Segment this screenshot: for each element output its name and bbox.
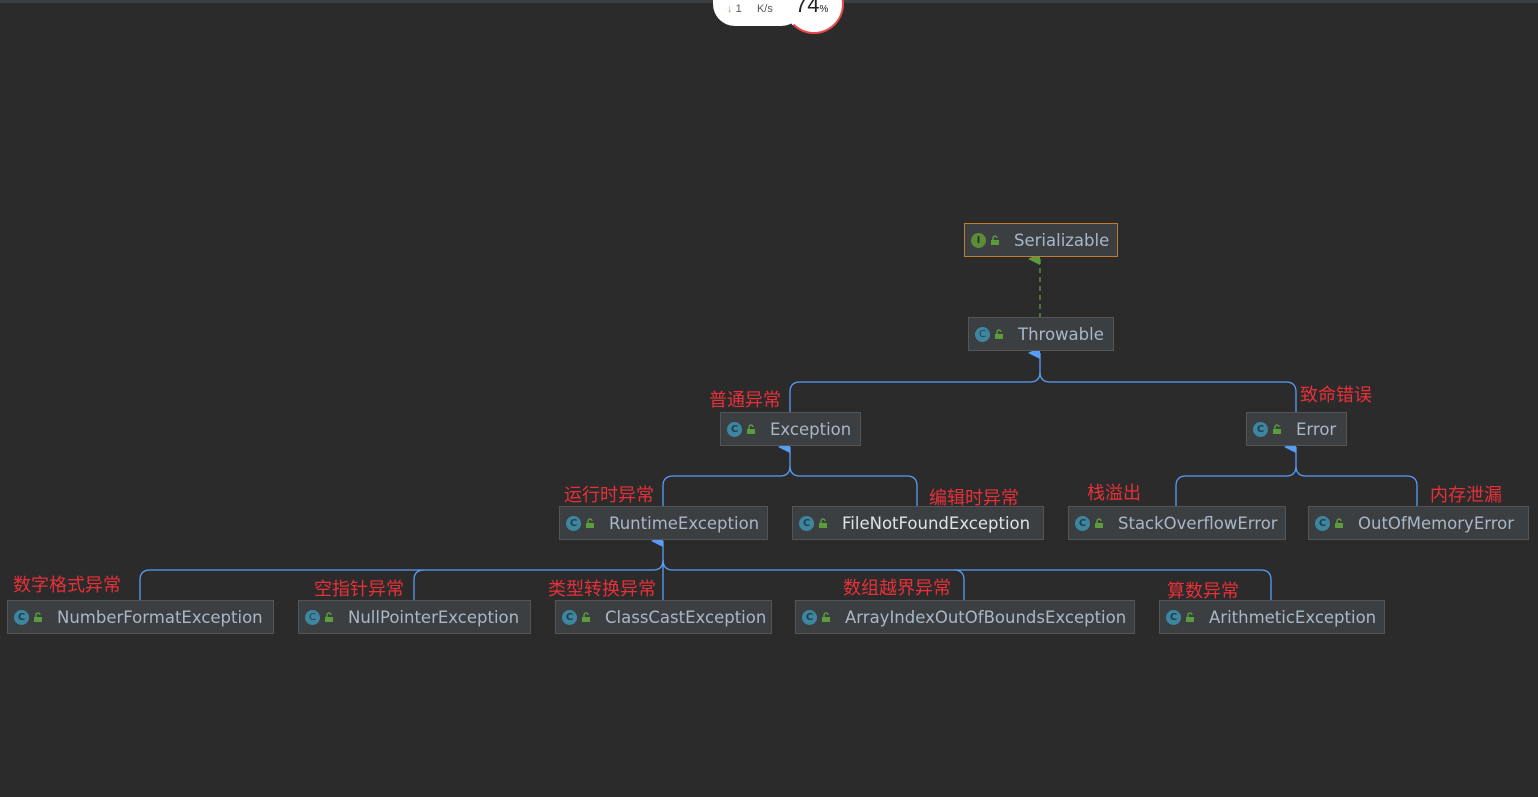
unlock-icon <box>1273 424 1281 434</box>
edge-nullpointer-runtime <box>413 569 425 600</box>
node-serializable[interactable]: I Serializable <box>964 223 1118 257</box>
gauge-unit: % <box>819 4 829 15</box>
abstract-class-icon: C <box>305 609 320 625</box>
node-label: Error <box>1296 419 1337 439</box>
speed-value: 1 <box>735 3 742 15</box>
annotation-error: 致命错误 <box>1300 385 1372 406</box>
unlock-icon <box>586 518 594 528</box>
unlock-icon <box>995 329 1003 339</box>
unlock-icon <box>991 235 999 245</box>
unlock-icon <box>1095 518 1103 528</box>
unlock-icon <box>325 612 333 622</box>
annotation-checked: 编辑时异常 <box>929 488 1019 509</box>
annotation-oom: 内存泄漏 <box>1430 485 1502 506</box>
node-classcast-exception[interactable]: C ClassCastException <box>555 600 772 634</box>
class-icon: C <box>799 515 814 531</box>
node-stackoverflow-error[interactable]: C StackOverflowError <box>1068 506 1286 540</box>
node-label: RuntimeException <box>609 513 760 533</box>
edge-arithmetic-runtime <box>954 569 1272 600</box>
node-label: Throwable <box>1018 324 1104 344</box>
node-outofmemory-error[interactable]: C OutOfMemoryError <box>1308 506 1529 540</box>
class-icon: C <box>1166 609 1181 625</box>
speed-unit: K/s <box>756 3 773 15</box>
node-label: Exception <box>770 419 852 439</box>
node-exception[interactable]: C Exception <box>720 412 861 446</box>
unlock-icon <box>1186 612 1194 622</box>
class-icon: C <box>1075 515 1090 531</box>
node-arithmetic-exception[interactable]: C ArithmeticException <box>1159 600 1385 634</box>
class-icon: C <box>1315 515 1330 531</box>
interface-icon: I <box>971 232 986 248</box>
download-arrow-icon: ↓ <box>727 3 733 15</box>
annotation-exception: 普通异常 <box>709 390 781 411</box>
annotation-arithmetic: 算数异常 <box>1167 581 1239 602</box>
annotation-runtime: 运行时异常 <box>564 485 654 506</box>
node-nullpointer-exception[interactable]: C NullPointerException <box>298 600 531 634</box>
class-icon: C <box>566 515 581 531</box>
abstract-class-icon: C <box>975 326 990 342</box>
edge-stackoverflow-error <box>1175 441 1297 506</box>
annotation-numberformat: 数字格式异常 <box>13 575 121 596</box>
network-speed-readout: ↓ 1 K/s <box>727 3 773 15</box>
node-runtime-exception[interactable]: C RuntimeException <box>559 506 768 540</box>
unlock-icon <box>747 424 755 434</box>
edge-runtime-exception <box>662 441 791 506</box>
unlock-icon <box>34 612 42 622</box>
node-throwable[interactable]: C Throwable <box>968 317 1114 351</box>
annotation-classcast: 类型转换异常 <box>548 579 656 600</box>
unlock-icon <box>822 612 830 622</box>
node-label: ArrayIndexOutOfBoundsException <box>845 607 1127 627</box>
unlock-icon <box>819 518 827 528</box>
class-icon: C <box>727 421 742 437</box>
node-label: NumberFormatException <box>57 607 263 627</box>
edge-error-throwable <box>1039 371 1297 412</box>
node-label: NullPointerException <box>348 607 520 627</box>
edge-filenotfound-exception <box>789 465 918 506</box>
class-icon: C <box>1253 421 1268 437</box>
unlock-icon <box>1335 518 1343 528</box>
annotation-stackoverflow: 栈溢出 <box>1087 483 1141 504</box>
class-icon: C <box>802 609 817 625</box>
node-arrayindex-exception[interactable]: C ArrayIndexOutOfBoundsException <box>795 600 1135 634</box>
node-error[interactable]: C Error <box>1246 412 1347 446</box>
edge-oom-error <box>1295 465 1418 506</box>
annotation-nullpointer: 空指针异常 <box>314 579 404 600</box>
edge-exception-throwable <box>789 347 1041 412</box>
node-label: ClassCastException <box>605 607 767 627</box>
node-label: OutOfMemoryError <box>1358 513 1515 533</box>
node-label: ArithmeticException <box>1209 607 1377 627</box>
annotation-arrayindex: 数组越界异常 <box>843 578 951 599</box>
node-filenotfound-exception[interactable]: C FileNotFoundException <box>792 506 1044 540</box>
class-icon: C <box>562 609 577 625</box>
node-label: Serializable <box>1014 230 1110 250</box>
gauge-value: 74 <box>795 0 820 17</box>
class-icon: C <box>14 609 29 625</box>
node-label: FileNotFoundException <box>842 513 1031 533</box>
node-numberformat-exception[interactable]: C NumberFormatException <box>7 600 274 634</box>
gauge-readout: 74% <box>795 0 828 18</box>
unlock-icon <box>582 612 590 622</box>
node-label: StackOverflowError <box>1118 513 1278 533</box>
